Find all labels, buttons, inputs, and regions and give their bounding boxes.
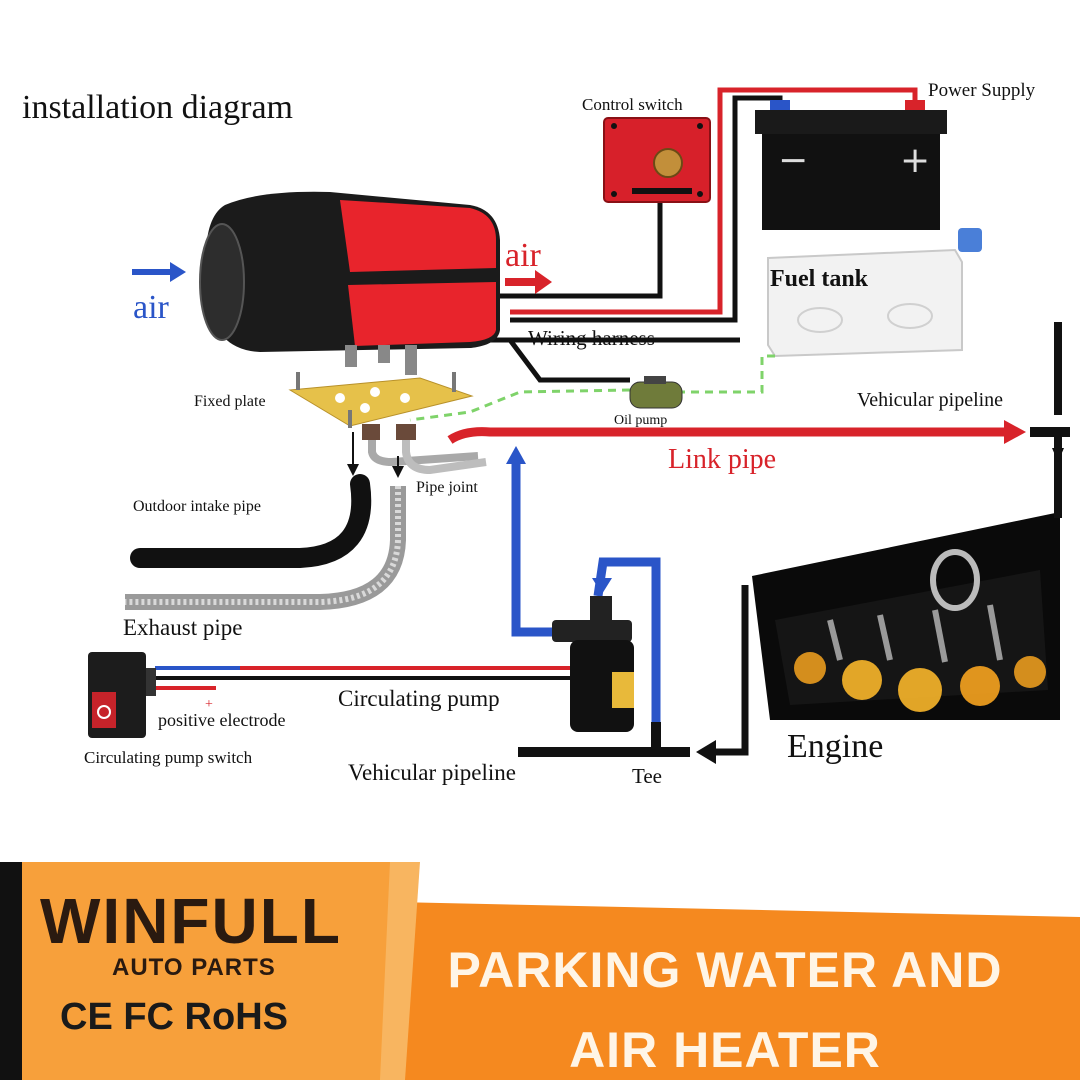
- outdoor-intake-pipe-label: Outdoor intake pipe: [133, 498, 261, 515]
- battery-minus-icon: −: [778, 140, 808, 181]
- installation-diagram: installation diagram Control switch Powe…: [22, 80, 1070, 788]
- engine-label: Engine: [787, 728, 883, 765]
- vehicular-pipeline-bottom-label: Vehicular pipeline: [348, 760, 516, 785]
- pump-switch-wires: [155, 666, 570, 690]
- circulating-pump-switch: + positive electrode Circulating pump sw…: [84, 652, 285, 767]
- fixed-plate-label: Fixed plate: [194, 393, 266, 410]
- control-switch: Control switch: [582, 95, 711, 203]
- circulating-pump: Circulating pump: [338, 596, 634, 732]
- engine: Engine: [696, 508, 1062, 765]
- outdoor-intake-pipe: Outdoor intake pipe: [130, 474, 372, 568]
- vehicular-pipeline-top: Vehicular pipeline: [857, 322, 1070, 508]
- air-out-label: air: [505, 237, 542, 274]
- battery-plus-icon: +: [900, 140, 930, 181]
- oil-pump-label: Oil pump: [614, 413, 667, 428]
- certification-marks: CE FC RoHS: [60, 996, 288, 1038]
- engine-return-line: [712, 585, 749, 756]
- wiring-harness-label: Wiring harness: [528, 326, 655, 350]
- brand-banner: WINFULL AUTO PARTS CE FC RoHS: [0, 862, 1080, 1080]
- circulating-pump-label: Circulating pump: [338, 686, 500, 711]
- fuel-tank-label: Fuel tank: [770, 266, 869, 292]
- circulating-pump-switch-label: Circulating pump switch: [84, 748, 253, 767]
- link-pipe: Link pipe: [447, 420, 1026, 475]
- blue-arrow-up: [506, 446, 526, 464]
- pipe-joints: Pipe joint: [347, 424, 487, 496]
- battery: Power Supply − +: [755, 80, 1036, 230]
- exhaust-pipe-label: Exhaust pipe: [123, 615, 242, 640]
- diagram-title: installation diagram: [22, 89, 293, 126]
- fan-grille-icon: [199, 223, 245, 341]
- tee-label: Tee: [632, 764, 662, 788]
- link-pipe-label: Link pipe: [668, 444, 776, 475]
- power-supply-label: Power Supply: [928, 80, 1036, 101]
- product-title: PARKING WATER AND AIR HEATER: [447, 942, 1003, 1078]
- fuel-tank: Fuel tank: [767, 228, 982, 358]
- knob-icon: [653, 148, 683, 178]
- air-in-label: air: [133, 289, 170, 326]
- blue-arrow-down: [592, 578, 612, 594]
- brand-logo: WINFULL: [40, 885, 342, 957]
- oil-pump: Oil pump: [614, 376, 683, 428]
- air-heater: [199, 191, 500, 375]
- power-indicator-icon: [97, 705, 111, 719]
- air-in-arrow: air: [132, 262, 186, 326]
- pipe-joint-label: Pipe joint: [416, 479, 478, 496]
- fixed-plate: Fixed plate: [194, 372, 474, 428]
- vehicular-pipeline-bottom: Vehicular pipeline Tee: [348, 722, 690, 788]
- control-switch-label: Control switch: [582, 95, 683, 114]
- flame-glow: [794, 652, 1046, 712]
- vehicular-pipeline-top-label: Vehicular pipeline: [857, 389, 1003, 411]
- fuel-line: [680, 354, 775, 394]
- positive-electrode-label: positive electrode: [158, 710, 285, 730]
- positive-plus-label: +: [205, 697, 213, 712]
- exhaust-pipe: Exhaust pipe: [123, 486, 406, 640]
- brand-subtitle: AUTO PARTS: [112, 954, 276, 981]
- air-out-arrow: air: [505, 237, 552, 294]
